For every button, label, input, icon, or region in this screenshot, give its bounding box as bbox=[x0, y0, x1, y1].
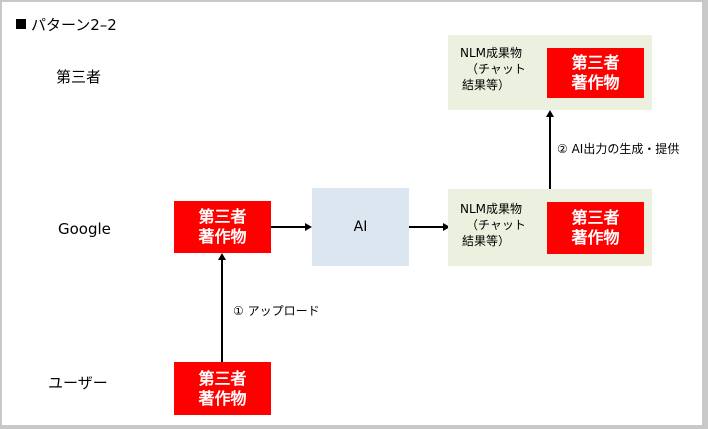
nlm-output-box-third-party: NLM成果物 （チャット 結果等） 第三者著作物 bbox=[448, 35, 652, 110]
arrowhead-right-icon bbox=[305, 223, 312, 231]
nlm-output-line1: NLM成果物 bbox=[460, 202, 523, 216]
title-text: パターン2–2 bbox=[31, 16, 117, 34]
nlm-output-line2: （チャット bbox=[466, 218, 526, 232]
work-line1: 第三者 bbox=[571, 53, 620, 72]
work-line2: 著作物 bbox=[571, 73, 620, 92]
arrow-generate-provide bbox=[549, 116, 551, 189]
diagram-canvas: パターン2–2 第三者 Google ユーザー NLM成果物 （チャット 結果等… bbox=[2, 2, 702, 425]
user-work-box: 第三者著作物 bbox=[174, 362, 271, 415]
arrowhead-up-icon bbox=[218, 253, 226, 260]
work-line1: 第三者 bbox=[198, 368, 247, 388]
nlm-output-text: NLM成果物 （チャット 結果等） bbox=[460, 45, 526, 93]
row-label-google: Google bbox=[58, 220, 111, 238]
row-label-user: ユーザー bbox=[48, 374, 108, 392]
arrow-upload bbox=[221, 259, 223, 362]
work-line2: 著作物 bbox=[571, 228, 620, 247]
diagram-title: パターン2–2 bbox=[16, 16, 117, 34]
arrowhead-up-icon bbox=[546, 110, 554, 117]
google-work-box: 第三者著作物 bbox=[174, 201, 271, 253]
nlm-output-line3: 結果等） bbox=[462, 78, 511, 92]
nlm-output-line2: （チャット bbox=[466, 62, 526, 76]
arrowhead-right-icon bbox=[443, 223, 450, 231]
work-line2: 著作物 bbox=[198, 227, 247, 246]
square-bullet-icon bbox=[16, 19, 26, 29]
nlm-output-box-google: NLM成果物 （チャット 結果等） 第三者著作物 bbox=[448, 189, 652, 266]
edge-label-generate: ② AI出力の生成・提供 bbox=[557, 142, 680, 156]
work-line1: 第三者 bbox=[571, 208, 620, 227]
work-line1: 第三者 bbox=[198, 207, 247, 226]
ai-label: AI bbox=[353, 219, 368, 235]
nlm-output-line3: 結果等） bbox=[462, 234, 511, 248]
row-label-third-party: 第三者 bbox=[56, 68, 102, 86]
third-party-work-box: 第三者著作物 bbox=[547, 48, 644, 98]
work-line2: 著作物 bbox=[198, 388, 247, 408]
arrow-ai-to-nlm bbox=[409, 226, 445, 228]
nlm-output-line1: NLM成果物 bbox=[460, 46, 523, 60]
ai-box: AI bbox=[312, 188, 409, 266]
edge-label-upload: ① アップロード bbox=[233, 304, 320, 318]
arrow-work-to-ai bbox=[271, 226, 307, 228]
nlm-output-text: NLM成果物 （チャット 結果等） bbox=[460, 201, 526, 249]
google-output-work-box: 第三者著作物 bbox=[547, 202, 644, 254]
